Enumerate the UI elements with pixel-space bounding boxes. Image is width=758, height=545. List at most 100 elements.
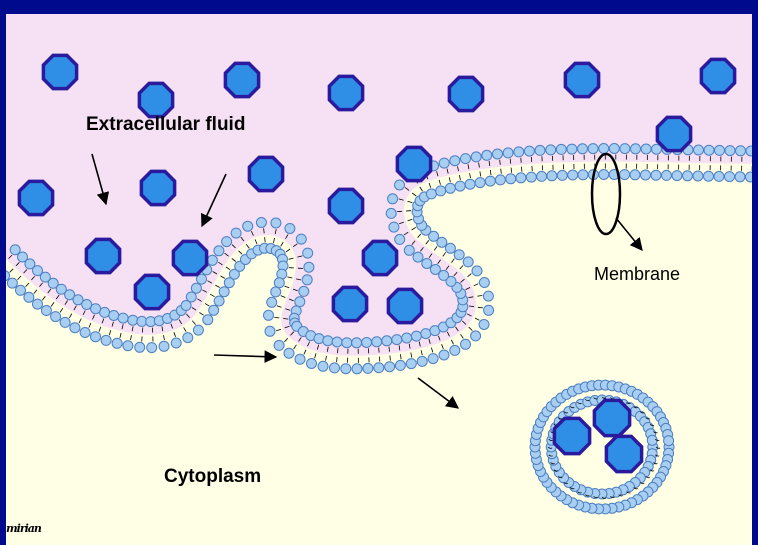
lipid-head xyxy=(389,222,399,232)
lipid-tail xyxy=(294,345,297,349)
lipid-head xyxy=(352,364,362,374)
particle xyxy=(388,289,421,322)
lipid-head xyxy=(578,170,588,180)
lipid-head xyxy=(70,323,80,333)
particle xyxy=(135,275,168,308)
lipid-tail xyxy=(174,332,176,337)
lipid-tail xyxy=(184,327,187,331)
lipid-head xyxy=(91,332,101,342)
lipid-head xyxy=(214,296,224,306)
lipid-head xyxy=(109,311,119,321)
lipid-tail xyxy=(421,350,422,355)
lipid-head xyxy=(506,174,516,184)
lipid-tail xyxy=(205,303,209,306)
lipid-head xyxy=(411,331,421,341)
lipid-tail xyxy=(459,175,460,180)
particle xyxy=(329,189,362,222)
lipid-tail xyxy=(412,227,416,230)
lipid-tail xyxy=(315,353,316,358)
vesicle-particle xyxy=(594,400,629,435)
lipid-head xyxy=(471,331,481,341)
artist-signature: mirian xyxy=(6,522,41,535)
lipid-head xyxy=(535,145,545,155)
lipid-tail xyxy=(89,323,91,328)
lipid-tail xyxy=(192,321,195,325)
lipid-head xyxy=(222,237,232,247)
lipid-head xyxy=(112,338,122,348)
particle xyxy=(141,171,174,204)
lipid-head xyxy=(599,144,609,154)
lipid-head xyxy=(641,144,651,154)
lipid-head xyxy=(484,305,494,315)
lipid-tail xyxy=(511,168,512,173)
lipid-tail xyxy=(221,276,225,279)
particle xyxy=(86,239,119,272)
lipid-head xyxy=(193,325,203,335)
lipid-head xyxy=(725,172,735,182)
lipid-head xyxy=(318,361,328,371)
lipid-head xyxy=(715,145,725,155)
lipid-head xyxy=(295,354,305,364)
lipid-tail xyxy=(431,348,432,353)
lipid-head xyxy=(479,278,489,288)
lipid-tail xyxy=(285,286,290,288)
lipid-head xyxy=(219,287,229,297)
particle xyxy=(173,241,206,274)
lipid-head xyxy=(746,146,752,156)
lipid-tail xyxy=(255,239,257,244)
lipid-head xyxy=(284,348,294,358)
lipid-head xyxy=(243,221,253,231)
lipid-tail xyxy=(69,314,72,318)
lipid-tail xyxy=(51,302,54,306)
lipid-head xyxy=(24,292,34,302)
lipid-tail xyxy=(120,333,121,338)
lipid-head xyxy=(641,170,651,180)
lipid-tail xyxy=(226,267,230,270)
lipid-tail xyxy=(501,169,502,174)
lipid-head xyxy=(578,144,588,154)
lipid-head xyxy=(386,208,396,218)
lipid-head xyxy=(439,350,449,360)
lipid-tail xyxy=(286,249,290,252)
lipid-head xyxy=(332,337,342,347)
lipid-head xyxy=(363,363,373,373)
lipid-head xyxy=(493,149,503,159)
vesicle-particle xyxy=(606,436,641,471)
lipid-tail xyxy=(411,353,412,358)
lipid-head xyxy=(118,313,128,323)
arrow-to-vesicle xyxy=(418,378,458,408)
lipid-head xyxy=(693,171,703,181)
lipid-head xyxy=(60,317,70,327)
lipid-tail xyxy=(389,347,390,352)
lipid-head xyxy=(123,341,133,351)
lipid-head xyxy=(256,218,266,228)
particle xyxy=(249,157,282,190)
lipid-head xyxy=(495,175,505,185)
lipid-head xyxy=(436,186,446,196)
lipid-head xyxy=(299,286,309,296)
particle xyxy=(139,83,172,116)
lipid-tail xyxy=(337,357,338,362)
lipid-head xyxy=(413,252,423,262)
lipid-tail xyxy=(326,356,327,361)
lipid-head xyxy=(171,338,181,348)
lipid-tail xyxy=(265,237,266,242)
particle xyxy=(701,59,734,92)
particle xyxy=(43,55,76,88)
lipid-tail xyxy=(480,172,481,177)
lipid-tail xyxy=(131,335,132,340)
lipid-head xyxy=(547,171,557,181)
lipid-head xyxy=(341,364,351,374)
lipid-head xyxy=(372,337,382,347)
lipid-head xyxy=(450,156,460,166)
lipid-head xyxy=(421,329,431,339)
lipid-head xyxy=(631,144,641,154)
lipid-tail xyxy=(429,183,431,188)
vesicle-lipid-head xyxy=(664,436,674,446)
vesicle-lipid-head xyxy=(647,435,657,445)
lipid-head xyxy=(503,148,513,158)
lipid-tail xyxy=(469,327,473,331)
lipid-head xyxy=(516,173,526,183)
lipid-head xyxy=(450,345,460,355)
lipid-head xyxy=(483,291,493,301)
